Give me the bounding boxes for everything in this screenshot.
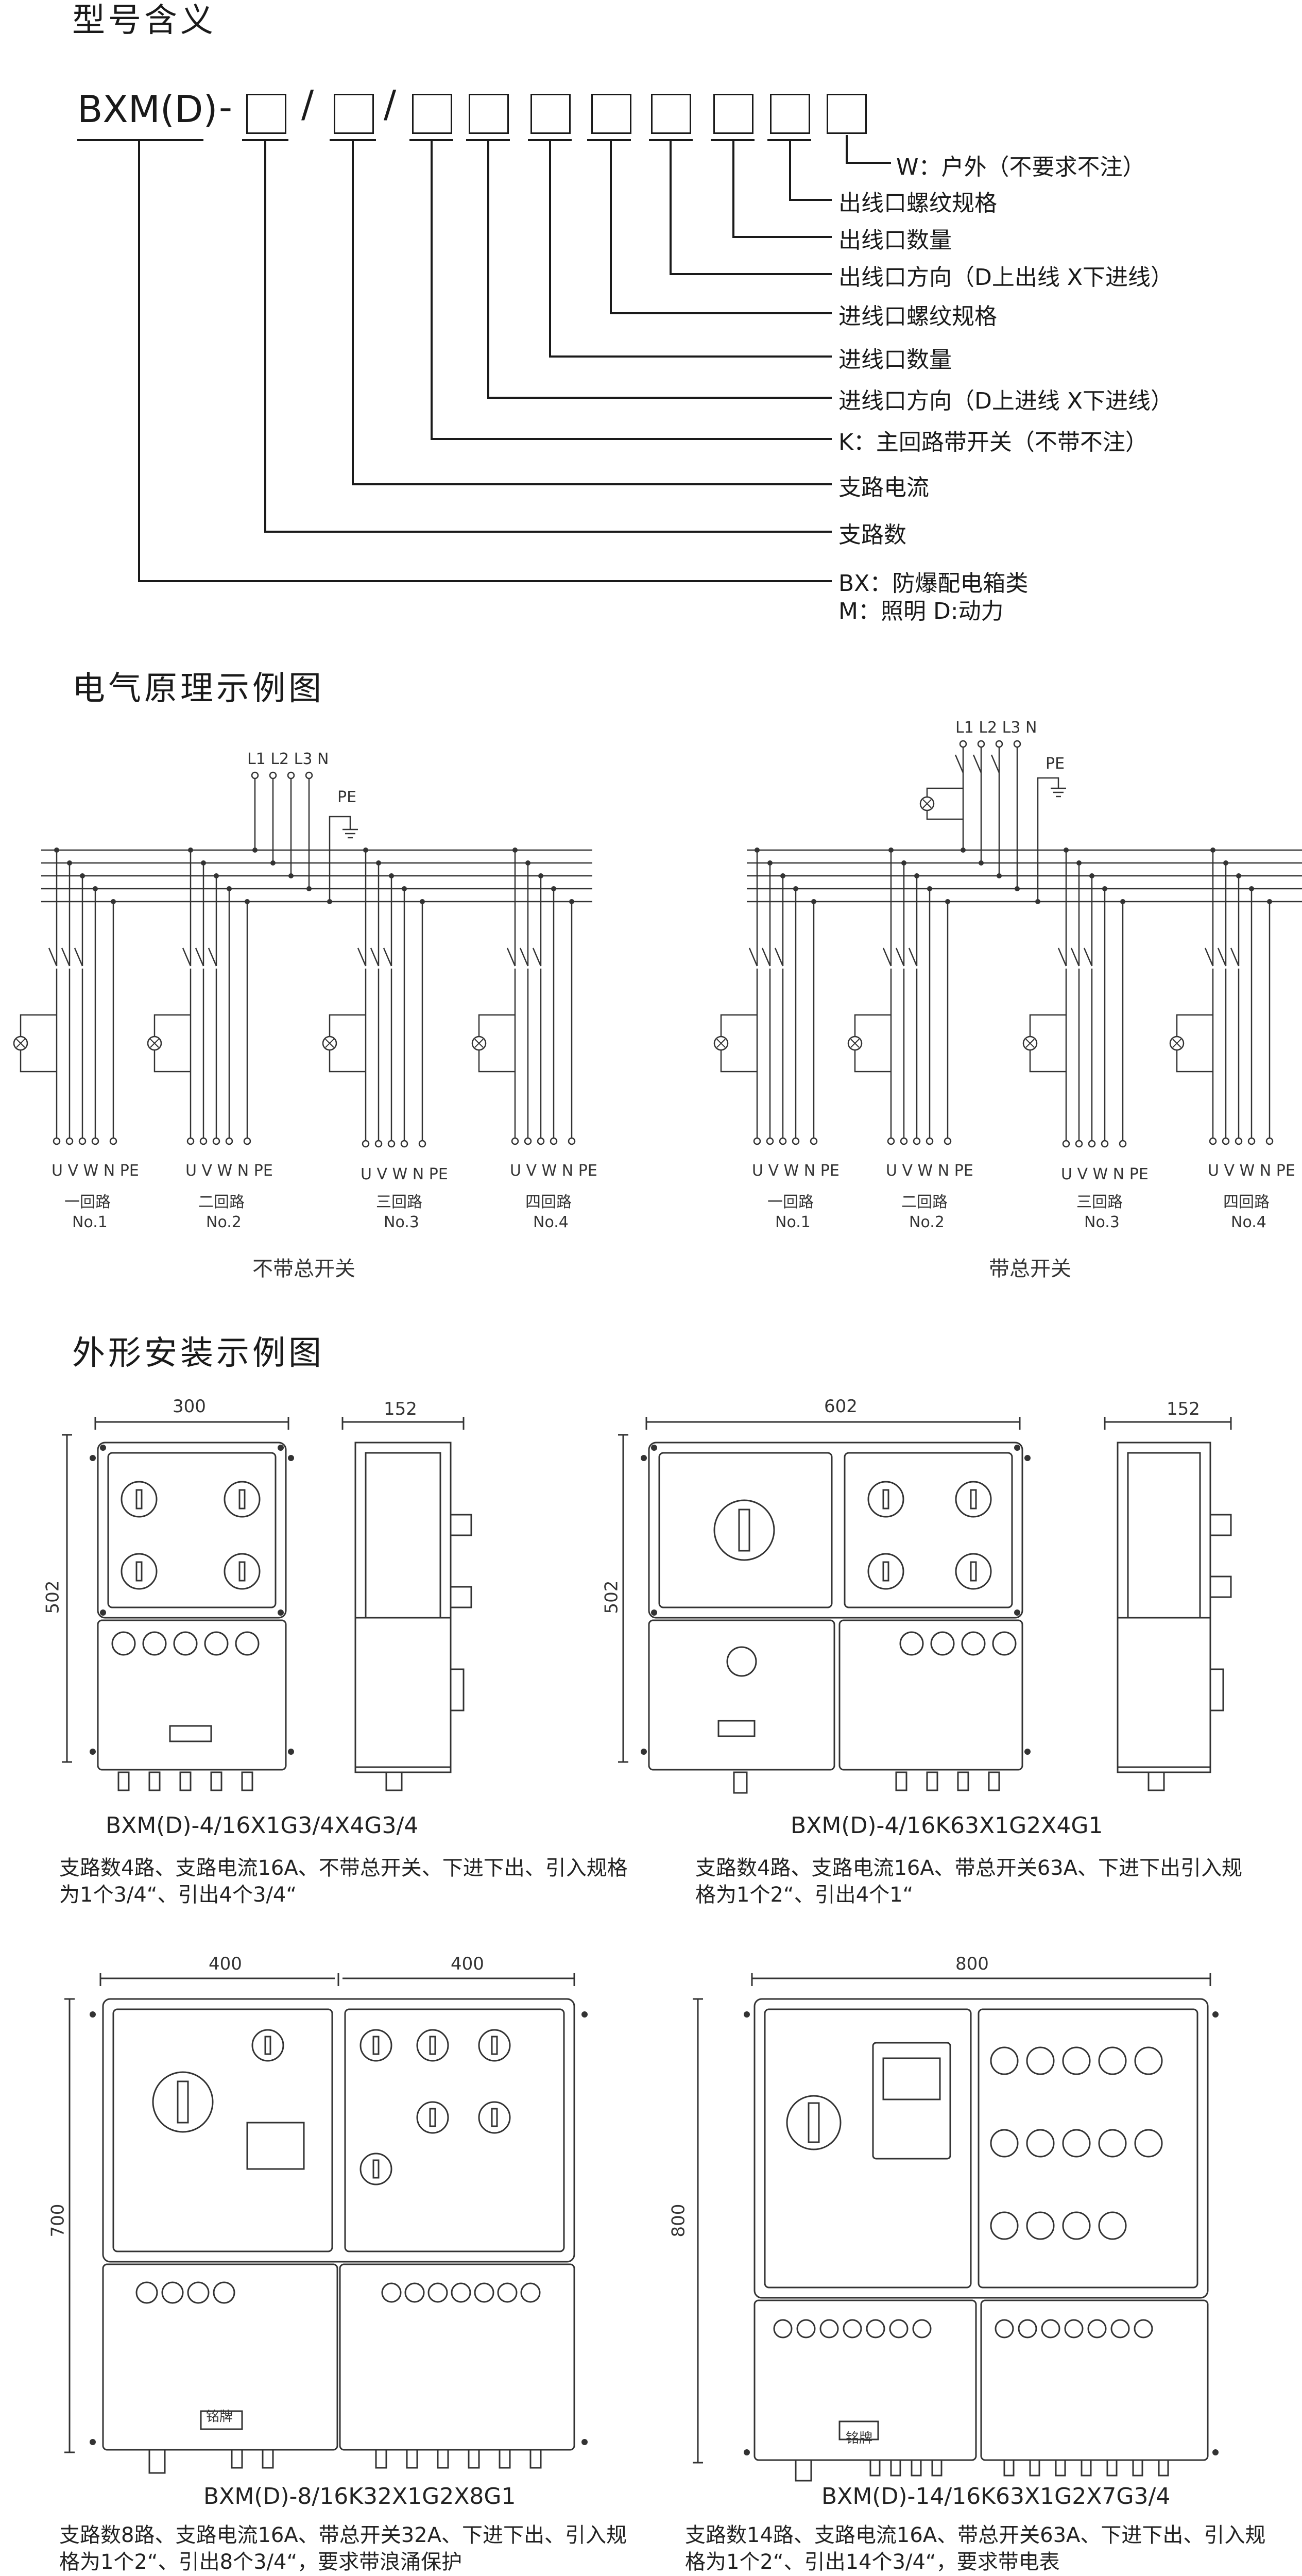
code-box-5 xyxy=(530,94,571,134)
right-no-4: No.4 xyxy=(1231,1213,1266,1231)
p3-width-left-dim: 400 xyxy=(209,1954,242,1974)
left-circuit-4: 四回路 xyxy=(525,1193,572,1211)
code-box-3 xyxy=(412,94,452,134)
code-box-9 xyxy=(770,94,810,134)
legend-in-thread: 进线口螺纹规格 xyxy=(838,303,997,330)
legend-md: M：照明 D:动力 xyxy=(838,598,1004,624)
right-no-3: No.3 xyxy=(1084,1213,1120,1231)
code-box-8 xyxy=(713,94,753,134)
p4-description: 支路数14路、支路电流16A、带总开关63A、下进下出、引入规格为1个2“、引出… xyxy=(685,2523,1266,2574)
left-no-4: No.4 xyxy=(533,1213,569,1231)
p2-enclosure-drawing xyxy=(618,1417,1232,1794)
p4-enclosure-drawing xyxy=(693,1973,1219,2482)
right-terminals-4: U V W N PE xyxy=(1208,1162,1295,1180)
left-terminals-2: U V W N PE xyxy=(185,1162,273,1180)
legend-w: W：户外（不要求不注） xyxy=(896,154,1145,180)
p3-model: BXM(D)-8/16K32X1G2X8G1 xyxy=(203,2483,516,2510)
p4-width-dim: 800 xyxy=(955,1954,989,1974)
legend-out-count: 出线口数量 xyxy=(838,227,952,253)
right-terminals-2: U V W N PE xyxy=(886,1162,973,1180)
p1-depth-dim: 152 xyxy=(384,1399,417,1419)
legend-out-direction: 出线口方向（D上出线 X下进线） xyxy=(838,264,1174,291)
left-circuit-2: 二回路 xyxy=(198,1193,245,1211)
heading-install: 外形安装示例图 xyxy=(72,1334,324,1372)
code-box-2 xyxy=(334,94,374,134)
p4-model: BXM(D)-14/16K63X1G2X7G3/4 xyxy=(821,2483,1171,2510)
code-prefix: BXM(D) xyxy=(77,88,218,131)
heading-schematic: 电气原理示例图 xyxy=(72,670,324,708)
left-pe-label: PE xyxy=(337,788,357,806)
right-caption: 带总开关 xyxy=(989,1257,1071,1281)
legend-bx: BX：防爆配电箱类 xyxy=(838,570,1029,597)
p1-model: BXM(D)-4/16X1G3/4X4G3/4 xyxy=(106,1812,419,1839)
code-slash-1: / xyxy=(301,82,314,126)
p3-enclosure-drawing xyxy=(64,1973,588,2474)
p1-enclosure-drawing xyxy=(62,1417,472,1791)
heading-meaning: 型号含义 xyxy=(72,2,216,40)
code-slash-2: / xyxy=(384,82,397,126)
left-circuit-3: 三回路 xyxy=(376,1193,422,1211)
p1-width-dim: 300 xyxy=(173,1396,206,1417)
right-terminals-1: U V W N PE xyxy=(752,1162,840,1180)
left-circuit-1: 一回路 xyxy=(64,1193,111,1211)
right-no-1: No.1 xyxy=(775,1213,811,1231)
p3-description: 支路数8路、支路电流16A、带总开关32A、下进下出、引入规格为1个2“、引出8… xyxy=(59,2523,627,2574)
code-box-1 xyxy=(246,94,286,134)
p3-nameplate: 铭牌 xyxy=(206,2409,233,2425)
p2-model: BXM(D)-4/16K63X1G2X4G1 xyxy=(791,1812,1103,1839)
left-terminals-4: U V W N PE xyxy=(510,1162,597,1180)
right-pe-label: PE xyxy=(1046,755,1065,773)
right-circuit-2: 二回路 xyxy=(901,1193,948,1211)
p2-depth-dim: 152 xyxy=(1167,1399,1200,1419)
right-terminals-3: U V W N PE xyxy=(1061,1165,1149,1183)
right-circuit-3: 三回路 xyxy=(1076,1193,1123,1211)
p1-description: 支路数4路、支路电流16A、不带总开关、下进下出、引入规格为1个3/4“、引出4… xyxy=(59,1856,628,1907)
legend-in-direction: 进线口方向（D上进线 X下进线） xyxy=(838,388,1174,414)
p4-nameplate: 铭牌 xyxy=(846,2431,873,2446)
code-dash: - xyxy=(219,86,232,129)
left-schematic-diagram xyxy=(13,771,592,1148)
code-box-10 xyxy=(827,94,867,134)
legend-main-switch: K：主回路带开关（不带不注） xyxy=(838,429,1148,455)
right-circuit-1: 一回路 xyxy=(767,1193,814,1211)
left-terminals-1: U V W N PE xyxy=(52,1162,139,1180)
legend-in-count: 进线口数量 xyxy=(838,347,952,373)
left-no-1: No.1 xyxy=(72,1213,108,1231)
left-caption: 不带总开关 xyxy=(252,1257,355,1281)
p2-description: 支路数4路、支路电流16A、带总开关63A、下进下出引入规格为1个2“、引出4个… xyxy=(695,1856,1242,1907)
left-no-2: No.2 xyxy=(206,1213,242,1231)
right-circuit-4: 四回路 xyxy=(1223,1193,1270,1211)
left-bus-labels: L1 L2 L3 N xyxy=(247,750,329,768)
p2-width-dim: 602 xyxy=(824,1396,858,1417)
p3-width-right-dim: 400 xyxy=(451,1954,484,1974)
legend-branch-count: 支路数 xyxy=(838,522,906,548)
right-schematic-diagram xyxy=(713,740,1302,1148)
left-terminals-3: U V W N PE xyxy=(361,1165,448,1183)
legend-branch-current: 支路电流 xyxy=(838,474,929,501)
code-box-6 xyxy=(591,94,631,134)
legend-out-thread: 出线口螺纹规格 xyxy=(838,190,997,216)
right-bus-labels: L1 L2 L3 N xyxy=(955,719,1037,737)
code-box-7 xyxy=(651,94,691,134)
right-no-2: No.2 xyxy=(909,1213,945,1231)
left-no-3: No.3 xyxy=(384,1213,419,1231)
code-leader-lines xyxy=(77,135,891,582)
code-box-4 xyxy=(469,94,509,134)
